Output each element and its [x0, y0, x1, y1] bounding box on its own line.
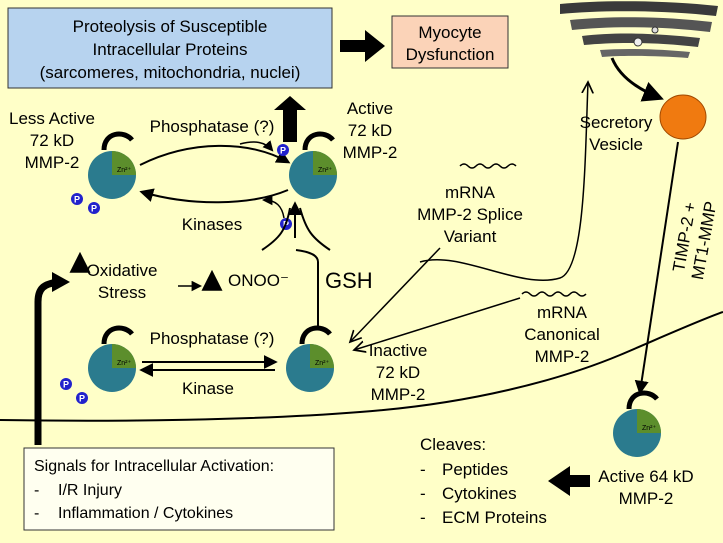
- svg-text:P: P: [280, 146, 286, 156]
- arrow-phosphate-released: [239, 140, 274, 152]
- block-arrow-left: [548, 466, 590, 496]
- cell-membrane-line: [0, 311, 723, 422]
- oxidative-line-1: Oxidative: [87, 261, 158, 280]
- signals-box: Signals for Intracellular Activation: - …: [23, 447, 335, 531]
- secretory-vesicle-icon: [659, 94, 707, 140]
- block-arrow-right: [340, 30, 385, 62]
- enzyme-active64-icon: Zn²⁺: [613, 390, 661, 457]
- proteolysis-line-3: (sarcomeres, mitochondria, nuclei): [40, 63, 301, 82]
- active64-line-2: MMP-2: [619, 489, 674, 508]
- active72-line-1: Active: [347, 99, 393, 118]
- arrow-signals-head: [52, 272, 70, 292]
- myocyte-box: Myocyte Dysfunction: [391, 15, 509, 69]
- svg-text:Zn²⁺: Zn²⁺: [117, 167, 132, 174]
- golgi-icon: [560, 1, 718, 58]
- mrna-splice-line-1: mRNA: [445, 183, 496, 202]
- cleaves-dash-2: -: [420, 484, 426, 503]
- svg-text:P: P: [74, 195, 80, 205]
- svg-text:Zn²⁺: Zn²⁺: [642, 425, 657, 432]
- enzyme-active72-icon: Zn²⁺: [289, 131, 337, 199]
- secretory-line-2: Vesicle: [589, 135, 643, 154]
- proteolysis-line-2: Intracellular Proteins: [93, 40, 248, 59]
- mrna-splice-line-3: Variant: [444, 227, 497, 246]
- less-active-line-3: MMP-2: [25, 153, 80, 172]
- myocyte-line-1: Myocyte: [418, 23, 481, 42]
- arrow-splice-to-inactive: [350, 247, 441, 342]
- active72-line-3: MMP-2: [343, 143, 398, 162]
- arrow-golgi-to-vesicle: [610, 57, 664, 102]
- oxidative-line-2: Stress: [98, 283, 146, 302]
- mrna-canonical-line-1: mRNA: [537, 303, 588, 322]
- phosphate-icon: [60, 378, 72, 390]
- inactive-line-2: 72 kD: [376, 363, 420, 382]
- kinase-label: Kinase: [182, 379, 234, 398]
- cleaves-dash-3: -: [420, 508, 426, 527]
- mrna-splice-line-2: MMP-2 Splice: [417, 205, 523, 224]
- arrow-canonical-to-inactive: [354, 297, 521, 350]
- signals-dash-2: -: [34, 505, 39, 522]
- svg-text:P: P: [63, 380, 69, 390]
- cleaves-dash-1: -: [420, 460, 426, 479]
- arrow-inactive-up: [295, 249, 319, 330]
- signals-item-1: I/R Injury: [58, 482, 122, 499]
- phosphate-icon: [71, 193, 83, 205]
- svg-text:P: P: [79, 394, 85, 404]
- phosphate-icon: [88, 202, 100, 214]
- cleaves-item-2: Cytokines: [442, 484, 517, 503]
- block-arrow-up: [274, 96, 306, 142]
- proteolysis-line-1: Proteolysis of Susceptible: [73, 17, 268, 36]
- phosphatase-top-label: Phosphatase (?): [150, 117, 275, 136]
- mrna-canonical-line-2: Canonical: [524, 325, 600, 344]
- inactive-line-3: MMP-2: [371, 385, 426, 404]
- cleaves-item-3: ECM Proteins: [442, 508, 547, 527]
- mrna-canonical-line-3: MMP-2: [535, 347, 590, 366]
- arrow-phosphatase-top: [139, 144, 291, 166]
- cleaves-item-1: Peptides: [442, 460, 508, 479]
- secretory-line-1: Secretory: [580, 113, 653, 132]
- less-active-line-2: 72 kD: [30, 131, 74, 150]
- enzyme-less-active-icon: Zn²⁺ P P: [71, 131, 136, 214]
- svg-text:Zn²⁺: Zn²⁺: [318, 167, 333, 174]
- mrna-canonical-squiggle-icon: [521, 291, 587, 297]
- mrna-splice-squiggle-icon: [459, 163, 517, 169]
- enzyme-inactive-icon: Zn²⁺: [286, 325, 334, 392]
- arrow-kinases: [139, 188, 289, 204]
- active64-line-1: Active 64 kD: [598, 467, 693, 486]
- svg-text:Zn²⁺: Zn²⁺: [117, 360, 132, 367]
- signals-title: Signals for Intracellular Activation:: [34, 458, 274, 475]
- signals-item-2: Inflammation / Cytokines: [58, 505, 233, 522]
- phosphate-icon: [76, 392, 88, 404]
- phosphate-icon: [277, 144, 289, 156]
- onoo-label: ONOO⁻: [228, 271, 289, 290]
- svg-text:P: P: [91, 204, 97, 214]
- arrow-vesicle-to-active64: [634, 141, 679, 395]
- kinases-label: Kinases: [182, 215, 242, 234]
- phosphatase-bottom-label: Phosphatase (?): [150, 329, 275, 348]
- enzyme-phosphorylated-icon: Zn²⁺ P P: [60, 325, 136, 404]
- gsh-label: GSH: [325, 268, 373, 293]
- active72-line-2: 72 kD: [348, 121, 392, 140]
- arrow-phosphate-added: [261, 194, 285, 219]
- proteolysis-box: Proteolysis of Susceptible Intracellular…: [7, 7, 333, 89]
- less-active-line-1: Less Active: [9, 109, 95, 128]
- arrow-secretion-path: [419, 82, 588, 281]
- inactive-line-1: Inactive: [369, 341, 428, 360]
- svg-text:Zn²⁺: Zn²⁺: [315, 360, 330, 367]
- signals-dash-1: -: [34, 482, 39, 499]
- cleaves-title: Cleaves:: [420, 435, 486, 454]
- myocyte-line-2: Dysfunction: [406, 45, 495, 64]
